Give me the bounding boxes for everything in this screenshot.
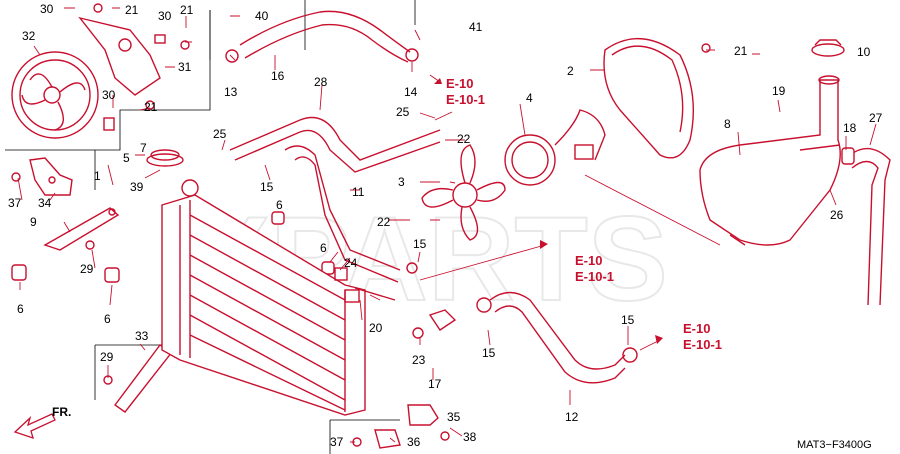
part-label-1: 1	[94, 169, 101, 183]
part-label-28: 28	[314, 75, 328, 89]
part-label-30c: 30	[102, 88, 116, 102]
part-label-32: 32	[22, 29, 36, 43]
part-label-9: 9	[30, 215, 37, 229]
thermo-switch-part	[412, 309, 457, 339]
fr-direction-icon	[13, 413, 56, 440]
part-label-12: 12	[565, 410, 579, 424]
arrow-lines	[419, 74, 721, 351]
part-label-14: 14	[404, 85, 418, 99]
part-label-15c: 15	[482, 346, 496, 360]
part-label-22b: 22	[377, 215, 391, 229]
part-label-11: 11	[352, 185, 365, 199]
part-label-18: 18	[843, 121, 857, 135]
part-label-7: 7	[140, 141, 147, 155]
part-label-17: 17	[428, 377, 442, 391]
part-label-16: 16	[271, 69, 285, 83]
ref-e10-1-b: E-10-1	[575, 269, 614, 284]
stay-9-part	[43, 207, 120, 251]
part-label-15a: 15	[260, 180, 274, 194]
part-label-6a: 6	[17, 302, 24, 316]
part-label-21b: 21	[180, 3, 194, 17]
part-label-19: 19	[772, 84, 786, 98]
bracket-35-part	[352, 404, 450, 449]
part-label-13: 13	[224, 85, 238, 99]
bolt-20-part	[334, 262, 418, 301]
part-label-6c: 6	[276, 198, 283, 212]
part-label-6b: 6	[104, 312, 111, 326]
part-label-22a: 22	[457, 132, 471, 146]
part-number-labels: 1 2 3 4 5 6 6 6 6 7 8 9 10 11 12 13 14 1…	[8, 2, 883, 449]
hose-11-part	[229, 116, 441, 283]
fan-shroud-part	[11, 51, 99, 139]
part-label-26: 26	[830, 208, 844, 222]
part-label-5: 5	[123, 151, 130, 165]
part-label-15b: 15	[413, 237, 427, 251]
part-label-29b: 29	[100, 350, 114, 364]
part-label-21d: 21	[734, 44, 748, 58]
part-label-31: 31	[178, 60, 192, 74]
part-label-15d: 15	[621, 313, 635, 327]
fan-blade-part	[421, 144, 506, 241]
rubber-parts	[11, 211, 335, 283]
tank-cap-part	[811, 39, 845, 57]
frame-lines	[5, 0, 416, 454]
ref-e10-c: E-10	[683, 321, 710, 336]
part-label-39: 39	[130, 180, 144, 194]
bracket-34-part	[11, 157, 73, 196]
part-label-30b: 30	[158, 9, 172, 23]
part-label-29a: 29	[80, 262, 94, 276]
part-label-40: 40	[255, 9, 269, 23]
ref-e10-1-a: E-10-1	[446, 92, 485, 107]
fr-label: FR.	[52, 405, 71, 419]
part-label-25b: 25	[396, 105, 410, 119]
part-label-23: 23	[412, 353, 426, 367]
diagram-code: MAT3−F3400G	[797, 439, 872, 451]
part-label-20: 20	[369, 321, 383, 335]
part-label-3: 3	[398, 175, 405, 189]
hose-27-part	[841, 147, 891, 306]
shroud-2-part	[603, 38, 711, 159]
leader-lines	[17, 7, 877, 443]
part-label-34: 34	[38, 196, 52, 210]
part-label-2: 2	[567, 64, 574, 78]
part-label-27: 27	[869, 111, 883, 125]
ref-e10-1-c: E-10-1	[683, 337, 722, 352]
hose-12-part	[476, 291, 638, 384]
fan-motor-part	[504, 109, 606, 186]
part-label-38: 38	[463, 430, 477, 444]
part-label-21a: 21	[125, 3, 139, 17]
hose-16-part	[225, 10, 419, 63]
radiator-part	[161, 179, 366, 416]
part-label-10: 10	[857, 45, 871, 59]
part-label-8: 8	[724, 117, 731, 131]
part-label-21c: 21	[144, 100, 158, 114]
part-label-6d: 6	[320, 241, 327, 255]
part-label-41: 41	[469, 20, 483, 34]
part-label-4: 4	[526, 91, 533, 105]
part-label-36: 36	[407, 435, 421, 449]
reserve-tank-part	[699, 75, 841, 246]
ref-e10-a: E-10	[446, 76, 473, 91]
part-label-24: 24	[344, 256, 358, 270]
stay-33-part	[103, 344, 174, 413]
radiator-cap-part	[146, 149, 184, 167]
fan-bracket-part	[78, 3, 190, 131]
part-label-37b: 37	[330, 435, 344, 449]
part-label-25a: 25	[213, 127, 227, 141]
part-label-37a: 37	[8, 196, 22, 210]
part-label-30a: 30	[40, 2, 54, 16]
part-label-33: 33	[135, 329, 149, 343]
ref-e10-b: E-10	[575, 253, 602, 268]
part-label-35: 35	[447, 410, 461, 424]
